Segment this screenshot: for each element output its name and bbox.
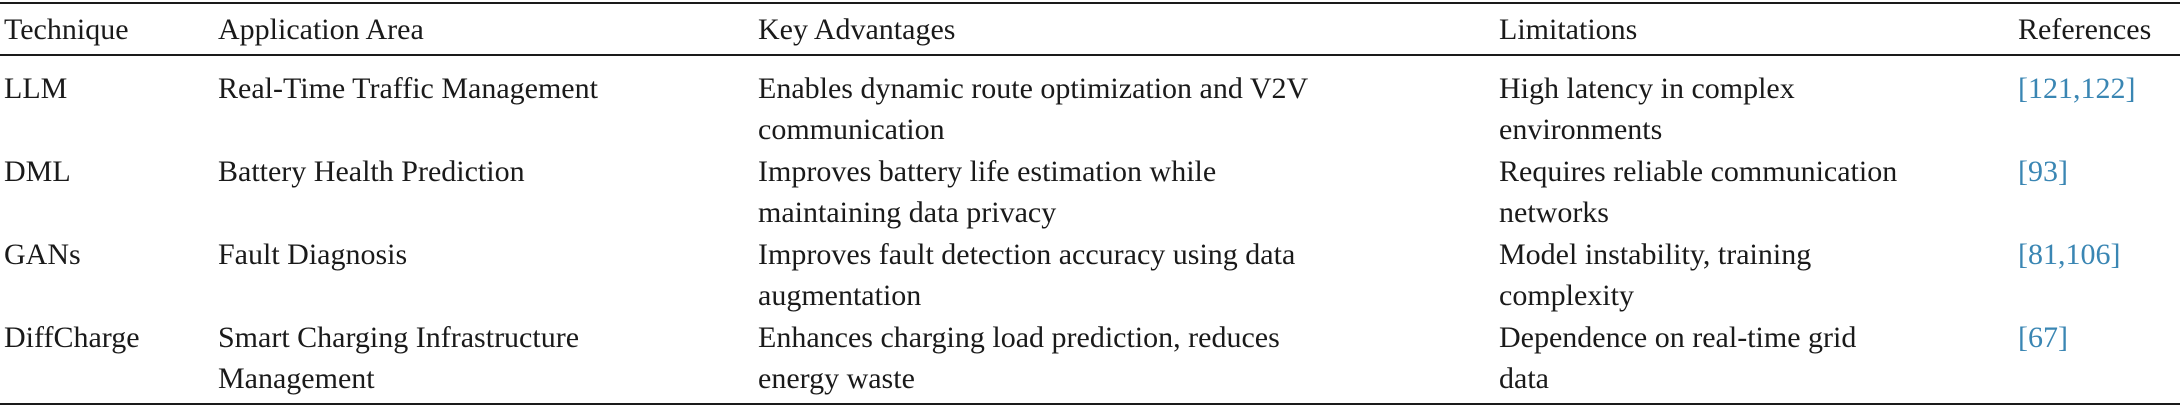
cell-application-area: Smart Charging Infrastructure Management: [218, 317, 579, 399]
cell-application-area: Fault Diagnosis: [218, 234, 407, 275]
cell-line: Improves battery life estimation while: [758, 155, 1217, 188]
reference-link[interactable]: [93]: [2018, 155, 2068, 188]
cell-line: Enhances charging load prediction, reduc…: [758, 321, 1280, 354]
header-application-area: Application Area: [218, 13, 424, 46]
cell-key-advantages: Enhances charging load prediction, reduc…: [758, 317, 1280, 399]
cell-line: networks: [1499, 196, 1609, 229]
header-references: References: [2018, 13, 2152, 46]
table-header-rule: [0, 54, 2180, 56]
cell-line: data: [1499, 362, 1549, 395]
cell-line: Dependence on real-time grid: [1499, 321, 1857, 354]
cell-technique: LLM: [4, 72, 68, 105]
cell-limitations: High latency in complex environments: [1499, 68, 1795, 150]
cell-line: Management: [218, 362, 375, 395]
cell-technique: DML: [4, 155, 71, 188]
table-top-rule: [0, 2, 2180, 4]
cell-line: complexity: [1499, 279, 1634, 312]
cell-technique: DiffCharge: [4, 321, 140, 354]
reference-link[interactable]: [81,106]: [2018, 238, 2121, 271]
cell-key-advantages: Improves fault detection accuracy using …: [758, 234, 1295, 316]
cell-line: Requires reliable communication: [1499, 155, 1898, 188]
cell-line: augmentation: [758, 279, 922, 312]
cell-line: Improves fault detection accuracy using …: [758, 238, 1296, 271]
cell-line: Smart Charging Infrastructure: [218, 321, 580, 354]
cell-application-area: Real-Time Traffic Management: [218, 68, 598, 109]
reference-link[interactable]: [121,122]: [2018, 72, 2136, 105]
cell-technique: GANs: [4, 238, 81, 271]
cell-key-advantages: Enables dynamic route optimization and V…: [758, 68, 1308, 150]
cell-line: Model instability, training: [1499, 238, 1812, 271]
reference-link[interactable]: [67]: [2018, 321, 2068, 354]
cell-key-advantages: Improves battery life estimation while m…: [758, 151, 1216, 233]
header-key-advantages: Key Advantages: [758, 13, 956, 46]
cell-line: environments: [1499, 113, 1663, 146]
cell-line: Battery Health Prediction: [218, 155, 525, 188]
cell-limitations: Dependence on real-time grid data: [1499, 317, 1856, 399]
cell-limitations: Requires reliable communication networks: [1499, 151, 1897, 233]
cell-limitations: Model instability, training complexity: [1499, 234, 1811, 316]
cell-application-area: Battery Health Prediction: [218, 151, 525, 192]
header-limitations: Limitations: [1499, 13, 1638, 46]
cell-line: energy waste: [758, 362, 915, 395]
cell-line: Fault Diagnosis: [218, 238, 408, 271]
cell-line: Real-Time Traffic Management: [218, 72, 598, 105]
cell-line: Enables dynamic route optimization and V…: [758, 72, 1309, 105]
cell-line: communication: [758, 113, 945, 146]
cell-line: High latency in complex: [1499, 72, 1795, 105]
cell-line: maintaining data privacy: [758, 196, 1057, 229]
table-bottom-rule: [0, 403, 2180, 405]
header-technique: Technique: [4, 13, 129, 46]
